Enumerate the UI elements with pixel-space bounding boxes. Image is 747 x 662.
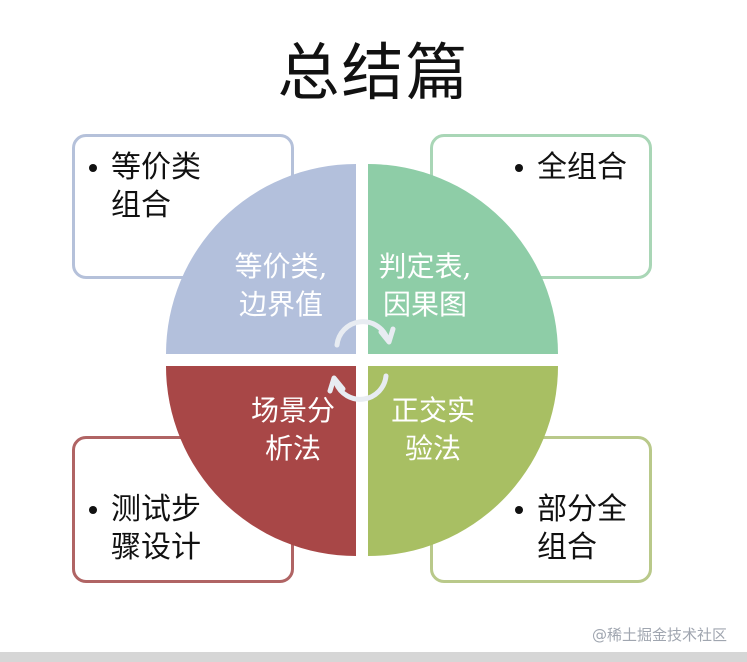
quadrant-label-text: 正交实 — [390, 394, 475, 427]
bullet-item: 部分全组合 — [515, 491, 627, 567]
box-text: 骤设计 — [111, 530, 201, 565]
quadrant-label-bottom-left: 场景分析法 — [228, 392, 358, 468]
quadrant-label-bottom-right: 正交实验法 — [368, 392, 498, 468]
quadrant-label-text: 判定表, — [378, 250, 472, 283]
footer-bar — [0, 652, 747, 662]
bullet-icon — [89, 164, 97, 172]
quadrant-label-text: 边界值 — [238, 288, 323, 321]
cycle-arrowhead-icon — [327, 375, 346, 394]
watermark: @稀土掘金技术社区 — [591, 626, 727, 644]
quadrant-label-top-left: 等价类, 边界值 — [216, 248, 346, 324]
bullet-icon — [89, 506, 97, 514]
cycle-arrows-icon — [327, 319, 396, 402]
bullet-icon — [515, 164, 523, 172]
box-text: 测试步 — [111, 492, 201, 527]
page-title: 总结篇 — [277, 36, 470, 109]
quadrant-label-text: 因果图 — [382, 288, 467, 321]
quadrant-label-text: 析法 — [264, 432, 321, 465]
quadrant-bottom-right — [368, 366, 558, 556]
quadrant-label-text: 等价类, — [234, 250, 328, 283]
box-text: 部分全 — [537, 492, 627, 527]
quadrant-top-right — [368, 164, 558, 354]
box-text: 组合 — [537, 530, 597, 565]
bullet-item: 等价类组合 — [89, 149, 201, 225]
quadrant-label-text: 验法 — [404, 432, 461, 465]
quadrant-label-text: 场景分 — [250, 394, 335, 427]
bullet-icon — [515, 506, 523, 514]
box-text: 组合 — [111, 188, 171, 223]
bullet-item: 全组合 — [515, 149, 627, 187]
box-text: 等价类 — [111, 150, 201, 185]
cycle-arrowhead-icon — [378, 326, 396, 345]
quadrant-bottom-left — [166, 366, 356, 556]
quadrant-label-top-right: 判定表, 因果图 — [360, 248, 490, 324]
box-text: 全组合 — [537, 150, 627, 185]
cycle-arrow-bottom-icon — [333, 373, 389, 402]
bullet-item: 测试步骤设计 — [89, 491, 201, 567]
quadrant-top-left — [166, 164, 356, 354]
